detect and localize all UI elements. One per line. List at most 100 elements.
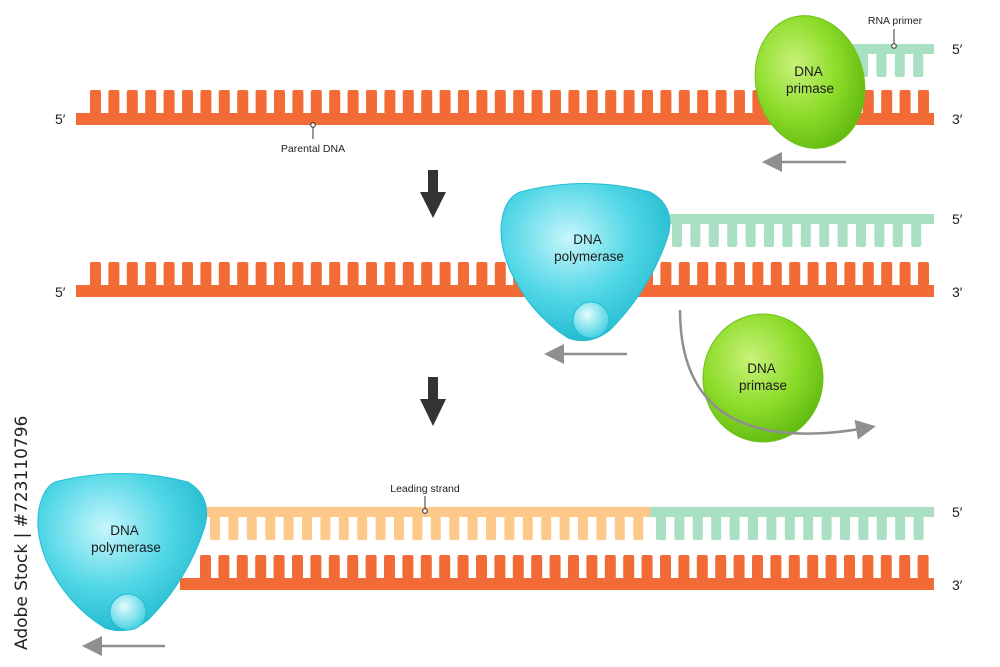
parental-strand-1 bbox=[76, 90, 934, 125]
base-pair bbox=[218, 262, 230, 286]
base-pair bbox=[550, 90, 561, 114]
base-pair bbox=[420, 555, 432, 579]
base-pair bbox=[145, 90, 157, 114]
primer-base bbox=[766, 516, 777, 540]
base-pair bbox=[163, 90, 175, 114]
base-pair bbox=[274, 262, 285, 286]
leading-base bbox=[228, 516, 239, 540]
base-pair bbox=[384, 90, 396, 114]
leading-base bbox=[412, 516, 423, 540]
primer-base bbox=[895, 516, 906, 540]
base-pair bbox=[182, 262, 193, 286]
leading-base bbox=[614, 516, 625, 540]
primer-bases bbox=[656, 516, 924, 540]
base-pair bbox=[880, 555, 892, 579]
base-pair bbox=[788, 555, 800, 579]
base-pair bbox=[697, 90, 709, 114]
base-pair bbox=[255, 90, 267, 114]
primer-backbone bbox=[820, 44, 934, 54]
leading-base bbox=[541, 516, 552, 540]
primer-base bbox=[892, 223, 903, 247]
end-label-right-bottom: 3′ bbox=[952, 577, 963, 593]
primer-base bbox=[876, 53, 887, 77]
base-pair bbox=[182, 90, 193, 114]
leading-base bbox=[394, 516, 404, 540]
primer-base bbox=[745, 223, 756, 247]
base-pair bbox=[439, 90, 451, 114]
primase-shape bbox=[702, 313, 824, 443]
parental-dna-label: Parental DNA bbox=[281, 143, 345, 155]
parental-backbone bbox=[76, 113, 934, 125]
base-pair bbox=[660, 90, 672, 114]
parental-backbone bbox=[76, 285, 934, 297]
primase-label: DNA primase bbox=[739, 361, 787, 393]
primer-base bbox=[690, 223, 701, 247]
base-pair bbox=[789, 262, 801, 286]
base-pair bbox=[586, 555, 598, 579]
base-pair bbox=[881, 90, 893, 114]
parental-strand-2 bbox=[76, 262, 934, 297]
base-pair bbox=[918, 90, 929, 114]
primer-base bbox=[803, 516, 814, 540]
polymerase-label: DNA polymerase bbox=[91, 523, 161, 555]
base-pair bbox=[770, 555, 782, 579]
primer-base bbox=[840, 516, 850, 540]
primer-base bbox=[729, 516, 740, 540]
base-pair bbox=[310, 262, 322, 286]
leading-base bbox=[283, 516, 294, 540]
primer-base bbox=[674, 516, 685, 540]
base-pair bbox=[439, 262, 451, 286]
polymerase-clamp bbox=[109, 593, 147, 631]
base-pair bbox=[108, 90, 120, 114]
base-pair bbox=[844, 555, 855, 579]
base-pair bbox=[421, 262, 433, 286]
base-pair bbox=[421, 90, 433, 114]
leading-callout: Leading strand bbox=[390, 483, 460, 514]
end-label-right-top: 5′ bbox=[952, 504, 963, 520]
primer-base bbox=[819, 223, 830, 247]
primer-bases bbox=[858, 53, 924, 77]
primer-base bbox=[874, 223, 885, 247]
base-pair bbox=[328, 555, 340, 579]
primer-base bbox=[894, 53, 905, 77]
primer-base bbox=[672, 223, 682, 247]
base-pair bbox=[623, 555, 635, 579]
base-pair bbox=[366, 262, 377, 286]
base-pair bbox=[384, 555, 395, 579]
leading-bases bbox=[210, 516, 644, 540]
base-pair bbox=[402, 90, 414, 114]
base-pair bbox=[642, 90, 653, 114]
leading-base bbox=[430, 516, 441, 540]
base-pair bbox=[862, 90, 874, 114]
base-pair bbox=[163, 262, 175, 286]
base-pair bbox=[918, 262, 929, 286]
end-label-right-bottom: 3′ bbox=[952, 111, 963, 127]
leading-base bbox=[265, 516, 276, 540]
polymerase-clamp bbox=[572, 301, 610, 339]
primer-base bbox=[748, 516, 758, 540]
rna-primer-1 bbox=[820, 44, 934, 77]
end-label-left: 5′ bbox=[55, 111, 66, 127]
primer-bases bbox=[672, 223, 922, 247]
base-pair bbox=[274, 90, 285, 114]
base-pair bbox=[899, 262, 911, 286]
base-pair bbox=[366, 90, 377, 114]
base-pair bbox=[605, 90, 617, 114]
base-pair bbox=[770, 262, 782, 286]
parental-bases bbox=[200, 555, 929, 579]
step-arrow-1 bbox=[420, 170, 446, 218]
base-pair bbox=[310, 555, 322, 579]
base-pair bbox=[660, 555, 671, 579]
leading-base bbox=[449, 516, 460, 540]
primer-base bbox=[764, 223, 774, 247]
base-pair bbox=[531, 555, 543, 579]
base-pair bbox=[568, 555, 579, 579]
primer-base bbox=[876, 516, 887, 540]
base-pair bbox=[623, 90, 635, 114]
base-pair bbox=[494, 555, 506, 579]
base-pair bbox=[734, 90, 745, 114]
base-pair bbox=[641, 555, 653, 579]
base-pair bbox=[696, 555, 708, 579]
base-pair bbox=[292, 262, 304, 286]
primer-base bbox=[727, 223, 738, 247]
